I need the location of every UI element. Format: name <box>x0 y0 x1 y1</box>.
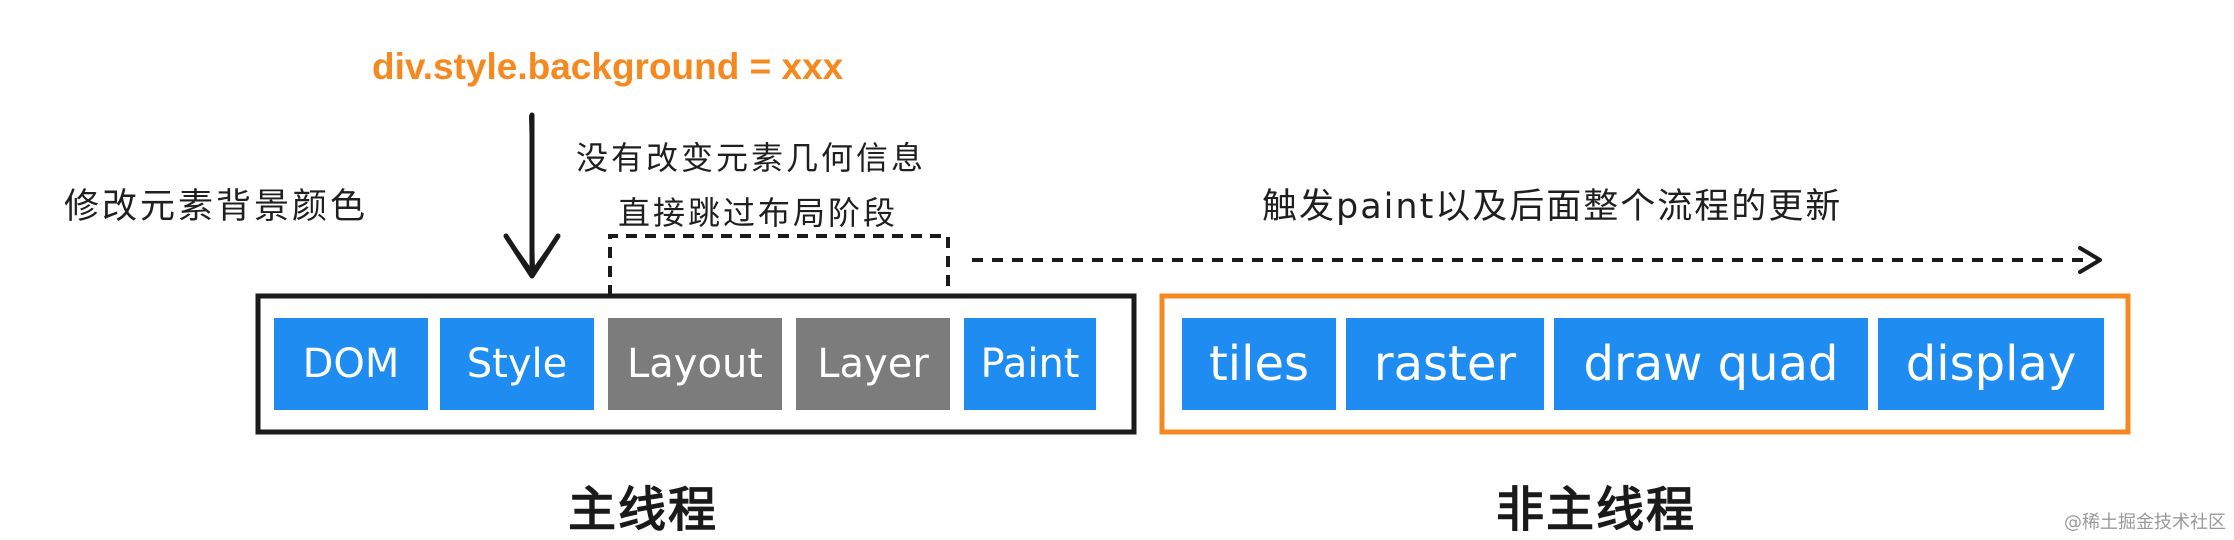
dashed-right-arrow-icon <box>972 246 2102 274</box>
stage-draw-quad: draw quad <box>1554 318 1868 410</box>
stage-layer: Layer <box>796 318 950 410</box>
watermark: @稀土掘金技术社区 <box>2064 512 2226 533</box>
code-label: div.style.background = xxx <box>372 46 844 87</box>
skip-bypass-path <box>608 234 950 296</box>
stage-display: display <box>1878 318 2104 410</box>
stage-style: Style <box>440 318 594 410</box>
skip-layout-note: 直接跳过布局阶段 <box>618 194 899 232</box>
stage-dom: DOM <box>274 318 428 410</box>
main-thread-label: 主线程 <box>568 482 719 538</box>
stage-layout: Layout <box>608 318 782 410</box>
change-background-note: 修改元素背景颜色 <box>64 187 369 227</box>
down-arrow-icon <box>503 112 561 279</box>
non-main-thread-label: 非主线程 <box>1496 482 1697 538</box>
trigger-paint-note: 触发paint以及后面整个流程的更新 <box>1262 187 1843 227</box>
stage-paint: Paint <box>964 318 1096 410</box>
no-geometry-change-note: 没有改变元素几何信息 <box>576 139 927 177</box>
stage-raster: raster <box>1346 318 1544 410</box>
stage-tiles: tiles <box>1182 318 1336 410</box>
